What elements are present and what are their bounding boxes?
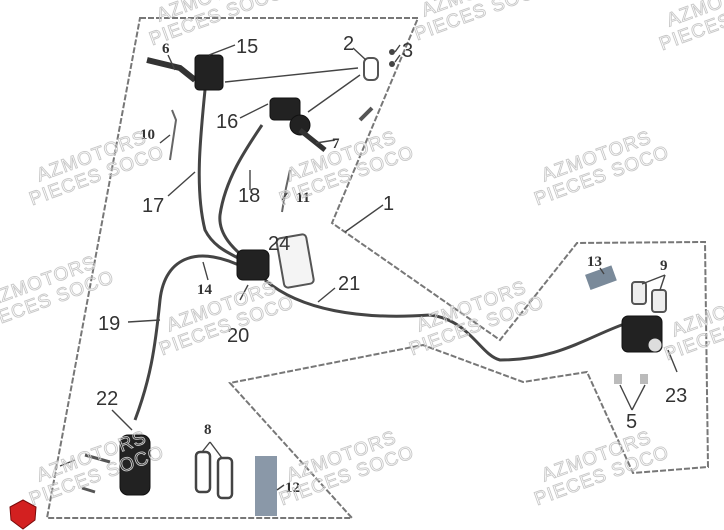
label-7: 7 [332, 136, 340, 152]
label-15: 15 [236, 36, 258, 58]
right-lever-master-cylinder [269, 97, 327, 152]
label-24: 24 [268, 233, 290, 255]
bolt-clamp-2 [358, 49, 395, 122]
pads-9 [631, 281, 667, 313]
part-13 [585, 265, 617, 290]
label-5: 5 [626, 411, 637, 433]
label-12: 12 [285, 480, 300, 496]
label-21: 21 [338, 273, 360, 295]
leader-lines [59, 44, 678, 491]
distributor-20 [236, 249, 270, 281]
label-11: 11 [296, 190, 310, 206]
bracket-24 [275, 233, 315, 289]
label-3: 3 [402, 40, 413, 62]
spring-11 [281, 169, 291, 213]
left-lever-master-cylinder [146, 54, 224, 91]
label-9: 9 [660, 258, 668, 274]
spring-10 [169, 109, 178, 161]
label-1: 1 [383, 193, 394, 215]
disc-12 [255, 456, 277, 516]
label-2: 2 [343, 33, 354, 55]
label-23: 23 [665, 385, 687, 407]
front-caliper-22 [81, 434, 151, 496]
label-10: 10 [140, 127, 155, 143]
label-6: 6 [162, 41, 170, 57]
pins-5 [614, 374, 648, 384]
label-8: 8 [204, 422, 212, 438]
assembly-outline [45, 17, 710, 519]
label-19: 19 [98, 313, 120, 335]
pads-8 [194, 450, 234, 500]
part-labels: 1 2 3 5 6 7 8 9 10 11 12 13 14 15 16 17 … [96, 33, 687, 496]
label-18: 18 [238, 185, 260, 207]
label-16: 16 [216, 111, 238, 133]
brake-hoses [133, 89, 631, 421]
azmotors-logo [9, 499, 37, 530]
label-13: 13 [587, 254, 602, 270]
label-22: 22 [96, 388, 118, 410]
label-14: 14 [197, 282, 213, 298]
label-17: 17 [142, 195, 164, 217]
rear-caliper-23 [621, 315, 663, 353]
label-20: 20 [227, 325, 249, 347]
